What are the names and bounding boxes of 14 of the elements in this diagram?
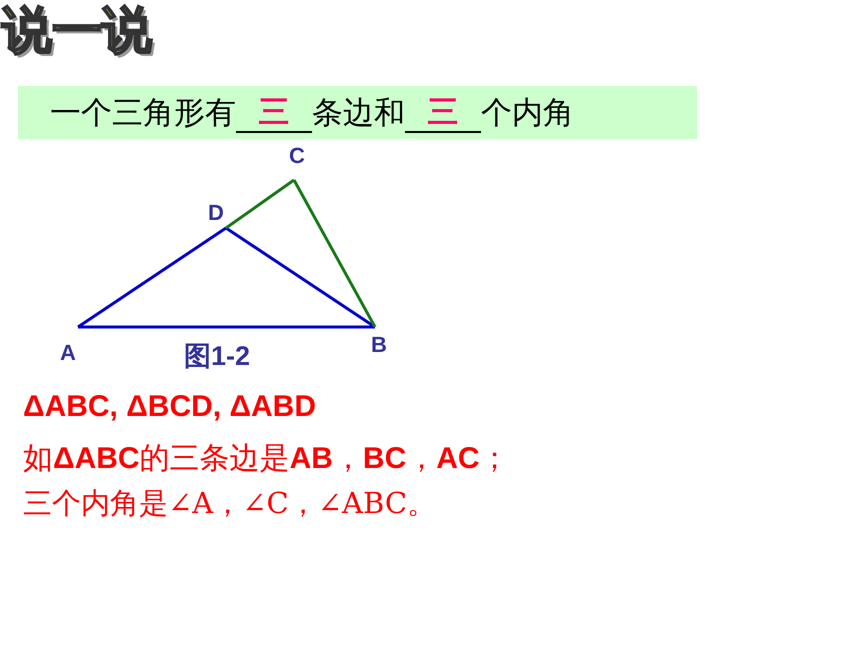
triangle-list: ΔABC, ΔBCD, ΔABD: [23, 390, 316, 424]
point-label: B: [371, 332, 387, 358]
answer-text: 三: [236, 92, 312, 132]
figure-caption: 图1-2: [184, 340, 250, 373]
question-text: 条边和: [312, 94, 405, 132]
point-label: C: [289, 143, 305, 169]
point-label: A: [60, 340, 76, 366]
question-text: 一个三角形有: [50, 94, 236, 132]
answer-text: 三: [405, 92, 481, 132]
sides-text: 如ΔABC的三条边是AB，BC，AC；: [23, 441, 510, 477]
title: 说一说: [2, 2, 152, 58]
angles-text: 三个内角是∠A，∠C，∠ABC。: [23, 485, 436, 522]
point-label: D: [208, 200, 224, 226]
question-text: 个内角: [481, 94, 574, 132]
